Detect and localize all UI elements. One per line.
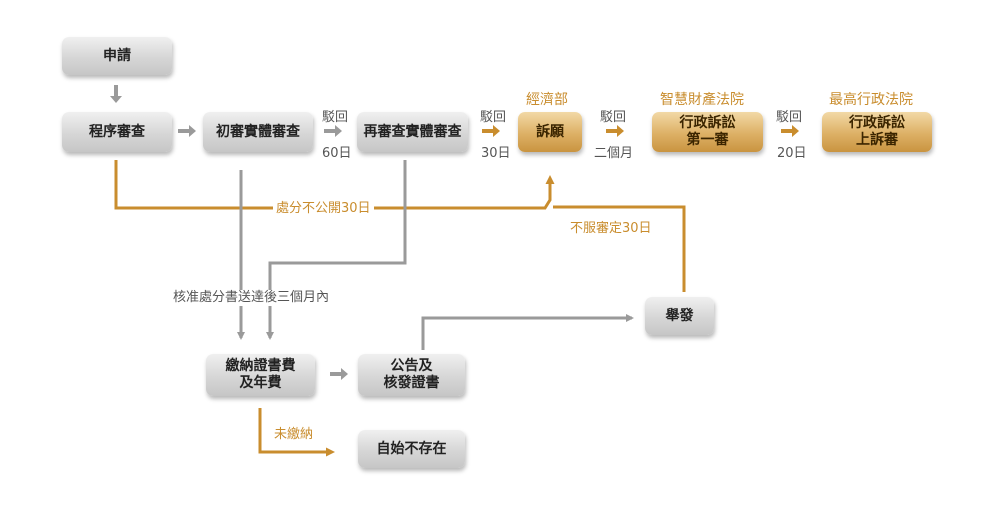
node-admin-litigation-appeal-line1: 行政訴訟 (849, 115, 905, 131)
label-reject-4: 駁回 (776, 110, 803, 125)
line-payfees-to-void (258, 408, 335, 457)
label-reject-1: 駁回 (322, 110, 349, 125)
label-reject-3: 駁回 (600, 110, 627, 125)
line-invalidation-to-appeal (553, 205, 686, 292)
node-pay-fees-line2: 及年費 (239, 375, 282, 391)
label-two-months: 二個月 (594, 146, 634, 161)
node-initial-exam: 初審實體審查 (203, 112, 313, 152)
node-admin-litigation-appeal-line2: 上訴審 (856, 132, 898, 148)
line-reexam-to-payfees (266, 160, 407, 340)
node-invalidation-label: 舉發 (665, 307, 694, 324)
node-initial-exam-label: 初審實體審查 (216, 123, 300, 140)
node-apply-label: 申請 (103, 47, 131, 64)
node-procedural-review: 程序審查 (62, 112, 172, 152)
arrow-payfees-to-announce (330, 368, 348, 380)
node-invalidation: 舉發 (645, 297, 714, 335)
node-announce-issue: 公告及 核發證書 (358, 354, 465, 396)
node-admin-litigation-first-line2: 第一審 (686, 132, 729, 148)
label-days-30: 30日 (481, 146, 511, 161)
label-within-three-months: 核准處分書送達後三個月內 (170, 290, 333, 306)
label-not-paid: 未繳納 (274, 427, 314, 442)
node-admin-litigation-appeal: 行政訴訟 上訴審 (822, 112, 932, 152)
arrow-initial-to-reexam (324, 125, 342, 137)
authority-ip-court: 智慧財產法院 (660, 92, 744, 108)
node-pay-fees-line1: 繳納證書費 (225, 358, 296, 374)
node-apply: 申請 (62, 37, 172, 75)
arrow-court1-to-court2 (781, 125, 799, 137)
authority-supreme-admin-court: 最高行政法院 (829, 92, 913, 108)
node-appeal-label: 訴願 (536, 123, 564, 140)
arrow-procedural-to-initial (178, 125, 196, 137)
node-announce-issue-line2: 核發證書 (383, 375, 440, 391)
authority-moea: 經濟部 (526, 92, 568, 108)
node-admin-litigation-first-line1: 行政訴訟 (679, 115, 736, 131)
label-dispute-decision: 不服審定30日 (570, 221, 652, 236)
line-announce-to-invalidation (421, 314, 634, 350)
node-admin-litigation-first: 行政訴訟 第一審 (652, 112, 763, 152)
node-reexam: 再審查實體審查 (357, 112, 468, 152)
node-void-label: 自始不存在 (376, 440, 447, 457)
arrow-apply-to-procedural (110, 85, 122, 103)
node-void: 自始不存在 (358, 430, 465, 468)
line-procedural-to-appeal (114, 160, 555, 210)
node-appeal: 訴願 (518, 112, 582, 152)
arrow-appeal-to-court1 (606, 125, 624, 137)
node-pay-fees: 繳納證書費 及年費 (206, 354, 315, 396)
label-disposition-not-public: 處分不公開30日 (273, 201, 374, 217)
node-reexam-label: 再審查實體審查 (363, 123, 462, 140)
label-reject-2: 駁回 (480, 110, 507, 125)
node-procedural-review-label: 程序審查 (89, 123, 145, 140)
node-announce-issue-line1: 公告及 (390, 358, 433, 374)
label-days-20: 20日 (777, 146, 807, 161)
arrow-reexam-to-appeal (482, 125, 500, 137)
label-days-60: 60日 (322, 146, 352, 161)
